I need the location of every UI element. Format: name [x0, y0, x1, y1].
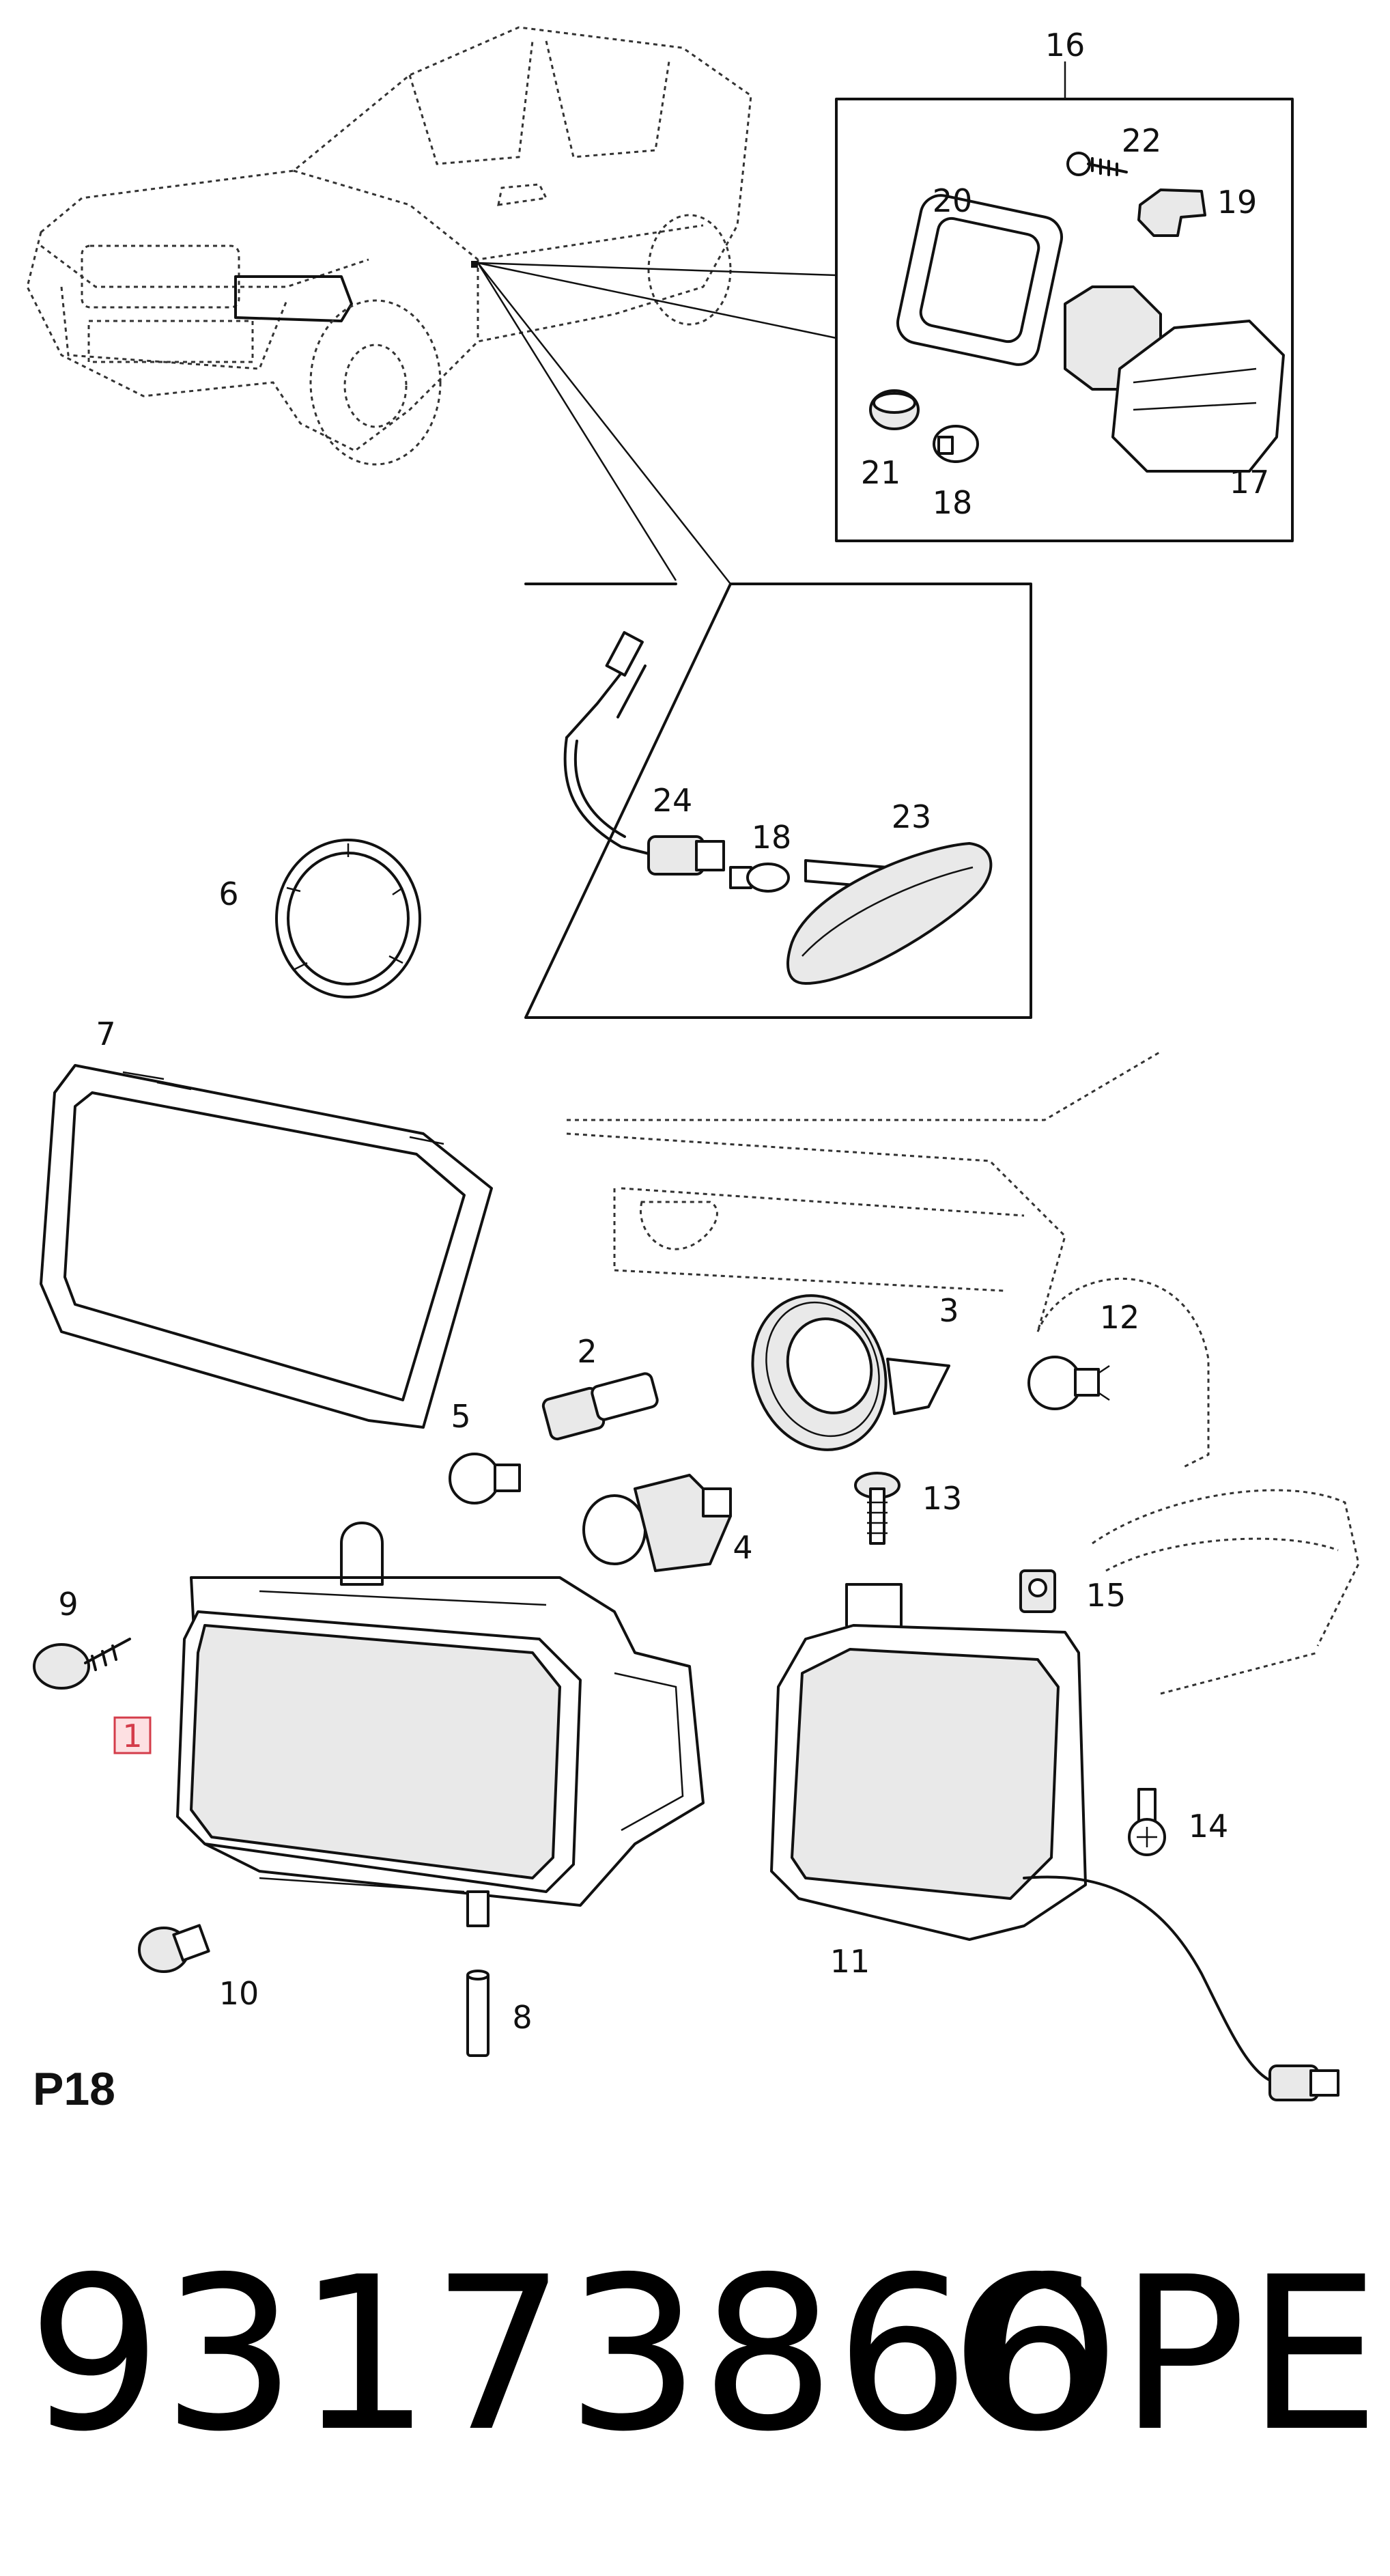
part-23-repeater-lamp: [786, 842, 993, 985]
callout-3: 3: [939, 1292, 959, 1329]
callout-6: 6: [218, 876, 238, 912]
callout-1-selected[interactable]: 1: [113, 1716, 152, 1754]
part-13-screw: [854, 1472, 900, 1545]
part-22-screw: [1066, 152, 1128, 176]
part-17-marker-lamp: [1064, 285, 1285, 473]
part-3-lamp-housing: [751, 1294, 950, 1451]
part-15-clip: [1019, 1569, 1056, 1613]
part-18-bulb-b: [729, 863, 790, 893]
leader-lines: [477, 262, 837, 585]
callout-15: 15: [1086, 1577, 1126, 1614]
part-18-bulb-a: [933, 425, 979, 463]
callout-7: 7: [96, 1016, 115, 1052]
callout-labels: 16 22 20 19 21 18 17 24 18 23 6 7 3 12 2…: [58, 27, 1269, 2036]
callout-9: 9: [58, 1586, 78, 1623]
callout-24: 24: [653, 782, 693, 819]
callout-21: 21: [861, 454, 901, 491]
part-20-gasket: [896, 194, 1063, 366]
callout-19: 19: [1217, 184, 1258, 221]
callout-10: 10: [219, 1975, 259, 2012]
part-number: 93173866: [27, 2232, 1105, 2478]
part-6-ring: [275, 839, 421, 998]
callout-13: 13: [922, 1480, 963, 1517]
callout-17: 17: [1230, 464, 1270, 501]
callout-4: 4: [733, 1529, 752, 1566]
callout-23: 23: [892, 798, 932, 835]
callout-18-upper: 18: [933, 484, 973, 521]
callout-20: 20: [933, 182, 973, 219]
part-19-clip: [1137, 188, 1206, 237]
callout-2: 2: [577, 1333, 597, 1370]
callout-12: 12: [1100, 1299, 1140, 1336]
part-24-wiring-socket: [563, 631, 725, 876]
inset-box-side-marker: [835, 61, 1294, 542]
callout-16: 16: [1045, 27, 1086, 64]
section-code: P18: [33, 2063, 115, 2115]
callout-18-lower: 18: [752, 819, 792, 856]
part-11-corner-lamp: [770, 1583, 1339, 2101]
part-1-headlamp: [176, 1522, 705, 1927]
body-panel-outline: [566, 1050, 1360, 1695]
part-12-bulb: [1027, 1356, 1110, 1410]
part-10-bolt: [138, 1924, 210, 1973]
inset-box-repeater: [524, 583, 1032, 1019]
callout-14: 14: [1189, 1808, 1229, 1845]
part-8-pin: [466, 1970, 490, 2057]
callout-1: 1: [122, 1718, 142, 1754]
part-21-socket: [869, 389, 920, 430]
callout-22: 22: [1122, 122, 1162, 159]
callout-8: 8: [512, 1999, 532, 2036]
vehicle-illustration: [26, 26, 752, 466]
callout-5: 5: [451, 1398, 470, 1435]
part-5-bulb: [449, 1453, 521, 1504]
part-14-screw: [1128, 1788, 1166, 1856]
part-2-bulb-socket: [541, 1372, 659, 1441]
callout-11: 11: [830, 1943, 870, 1980]
part-7-bezel-frame: [40, 1064, 493, 1429]
brand-name: OPEL: [952, 2232, 1390, 2478]
part-9-screw: [33, 1638, 131, 1690]
part-4-bulb: [582, 1474, 732, 1572]
